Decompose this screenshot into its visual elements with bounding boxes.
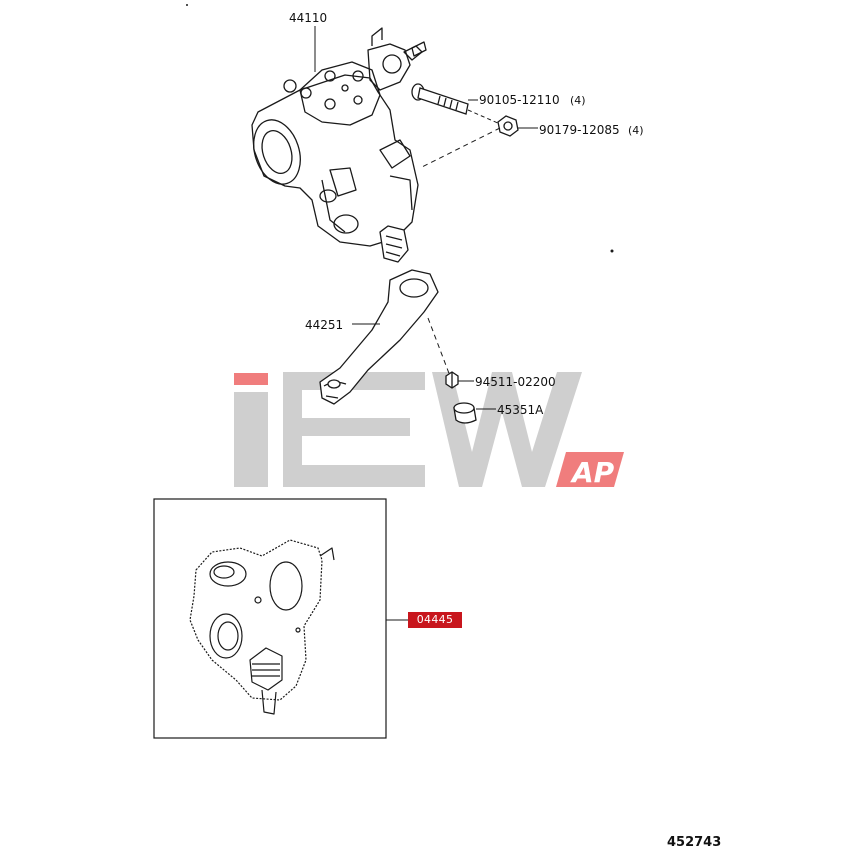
bolt-nut-link (467, 109, 501, 125)
arm-nut (445, 371, 459, 389)
pitman-arm (319, 269, 439, 405)
watermark-i-stem (234, 392, 268, 487)
nut-part (497, 115, 519, 137)
dust-seal (453, 402, 477, 424)
watermark-ap-text: AP (570, 456, 615, 489)
label-nut-qty: (4) (628, 124, 644, 137)
label-dust-seal: 45351A (497, 403, 544, 417)
label-gear-box: 44110 (289, 11, 327, 25)
kit-inset-frame (153, 498, 387, 739)
watermark-ap-badge (556, 452, 624, 487)
speck (186, 4, 188, 6)
label-arm-nut: 94511-02200 (475, 375, 556, 389)
diagram-number: 452743 (667, 835, 721, 850)
kit-housing-drawing (189, 539, 335, 715)
steering-gear-assembly (251, 27, 427, 263)
watermark-e (283, 372, 425, 487)
label-nut: 90179-12085 (539, 123, 620, 137)
arm-alignment-line (427, 317, 451, 377)
leader-lines (314, 26, 538, 621)
watermark-w (432, 372, 582, 487)
label-bolt-qty: (4) (570, 94, 586, 107)
watermark-i-dot (234, 373, 268, 385)
bolt-part (411, 83, 469, 115)
label-bolt: 90105-12110 (479, 93, 560, 107)
watermark-logo: AP (234, 372, 624, 489)
bolt-alignment-line (419, 127, 501, 169)
label-pitman-arm: 44251 (305, 318, 343, 332)
kit-part-badge[interactable]: 04445 (408, 612, 462, 628)
speck (610, 249, 614, 253)
